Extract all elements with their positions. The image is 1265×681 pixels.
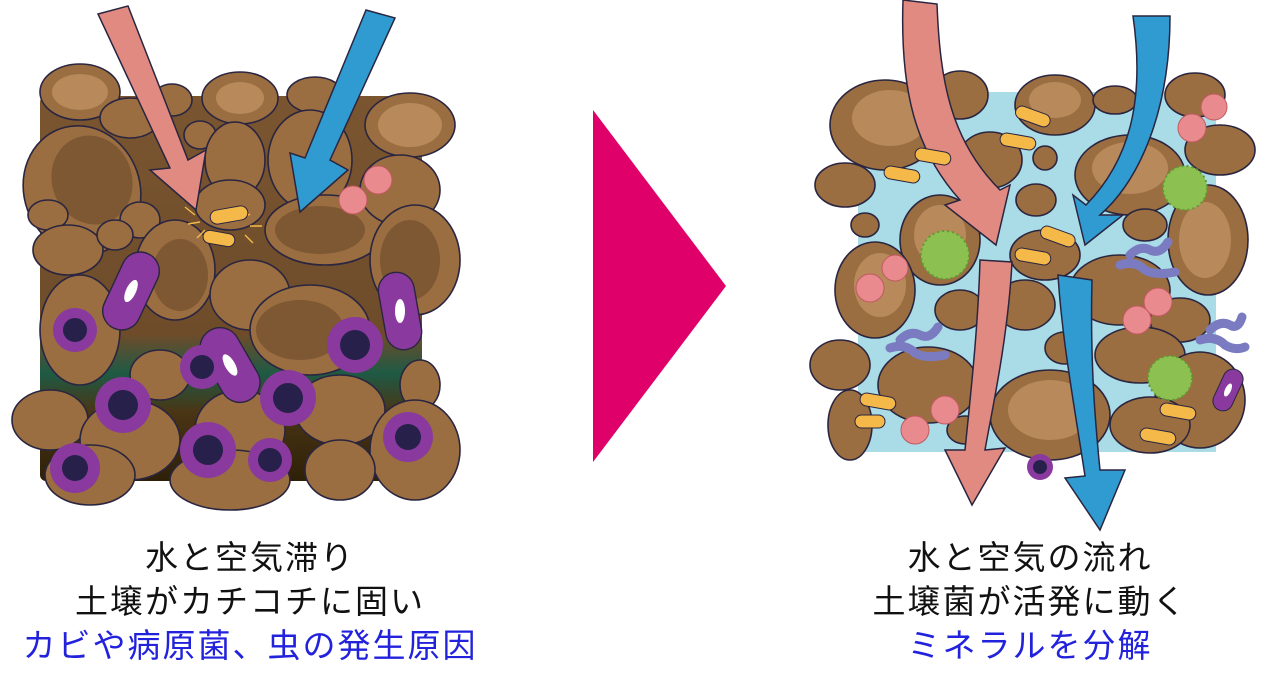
- transition-arrow-icon: [593, 110, 728, 462]
- air-arrow-icon: [943, 259, 1013, 507]
- water-arrow-icon: [1071, 15, 1171, 247]
- right-caption-line3: ミネラルを分解: [907, 626, 1153, 665]
- bacteria-icon: [184, 205, 262, 248]
- compacted-soil-graphic: [11, 5, 461, 511]
- pathogen-rod-icon: [102, 251, 423, 404]
- water-arrow-icon: [1057, 274, 1127, 532]
- fungus-spore-icon: [1027, 454, 1053, 480]
- bacteria-icon: [854, 105, 1197, 446]
- compacted-soil-illustration: [0, 0, 480, 520]
- left-caption-line3: カビや病原菌、虫の発生原因: [22, 626, 478, 665]
- spore-cluster-icon: [338, 165, 393, 215]
- left-caption-line1: 水と空気滞り: [145, 538, 355, 577]
- spore-cluster-icon: [855, 93, 1228, 445]
- pathogen-rod-icon: [1212, 368, 1244, 412]
- air-arrow-icon: [901, 0, 1012, 247]
- right-caption-line1: 水と空気の流れ: [907, 538, 1153, 577]
- water-arrow-icon: [289, 9, 397, 214]
- left-caption-line2: 土壌がカチコチに固い: [75, 582, 425, 621]
- left-caption: 水と空気滞り 土壌がカチコチに固い カビや病原菌、虫の発生原因: [0, 536, 500, 668]
- air-arrow-icon: [96, 5, 207, 212]
- right-caption: 水と空気の流れ 土壌菌が活発に動く ミネラルを分解: [830, 536, 1230, 668]
- fungus-spore-icon: [50, 308, 433, 493]
- healthy-soil-illustration: [800, 0, 1265, 540]
- virus-icon: [920, 165, 1208, 401]
- right-caption-line2: 土壌菌が活発に動く: [872, 582, 1188, 621]
- healthy-soil-graphic: [809, 0, 1256, 532]
- worm-icon: [885, 237, 1250, 362]
